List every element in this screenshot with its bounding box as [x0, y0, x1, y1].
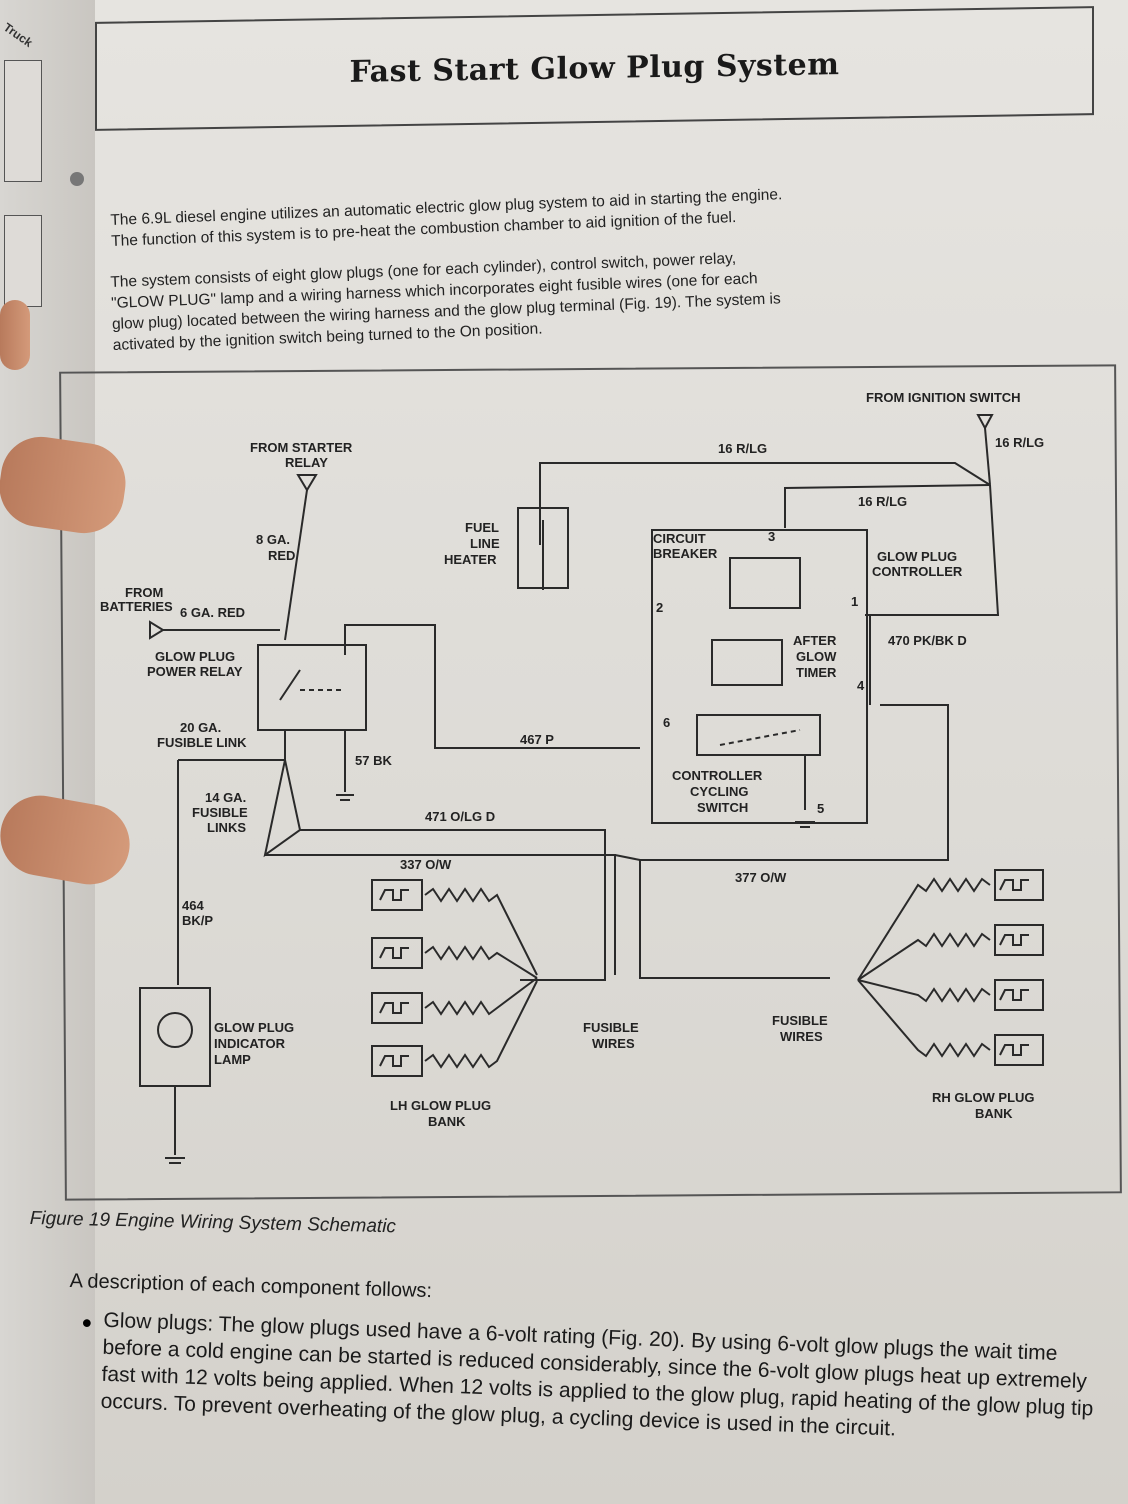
label-6ga: 6 GA. RED: [180, 605, 245, 620]
pin-label: 4: [857, 678, 865, 693]
label-wire-467: 467 P: [520, 732, 554, 747]
left-page-box: [4, 60, 42, 182]
label-wire-57: 57 BK: [355, 753, 392, 768]
pin-label: 2: [656, 600, 663, 615]
label-14ga: LINKS: [207, 820, 246, 835]
label-power-relay: GLOW PLUG: [155, 649, 235, 664]
label-14ga: FUSIBLE: [192, 805, 248, 820]
label-indicator-lamp: GLOW PLUG: [214, 1020, 294, 1035]
label-wire-470: 470 PK/BK D: [888, 633, 967, 648]
label-wire-337: 337 O/W: [400, 857, 452, 872]
label-from-batteries: BATTERIES: [100, 599, 173, 614]
label-power-relay: POWER RELAY: [147, 664, 243, 679]
ignition-terminal-icon: [976, 414, 994, 431]
label-20ga: FUSIBLE LINK: [157, 735, 247, 750]
starter-terminal-icon: [296, 474, 318, 492]
label-fusible-wires-right: FUSIBLE: [772, 1013, 828, 1028]
label-rh-bank: RH GLOW PLUG: [932, 1090, 1035, 1105]
label-fusible-wires-right: WIRES: [780, 1029, 823, 1044]
label-from-batteries: FROM: [125, 585, 163, 600]
pin-label: 1: [851, 594, 858, 609]
label-14ga: 14 GA.: [205, 790, 246, 805]
label-glow-plug-controller: CONTROLLER: [872, 564, 963, 579]
label-wire-471: 471 O/LG D: [425, 809, 495, 824]
label-fuel-heater: HEATER: [444, 552, 497, 567]
label-wire-464: 464: [182, 898, 204, 913]
pin-label: 3: [768, 529, 775, 544]
label-glow-plug-controller: GLOW PLUG: [877, 549, 957, 564]
label-wire-377: 377 O/W: [735, 870, 787, 885]
label-8ga: RED: [268, 548, 295, 563]
label-wire-16rlg: 16 R/LG: [995, 435, 1044, 450]
rh-glow-plug-bank: [857, 869, 1044, 1066]
left-page-edge: Truck: [0, 0, 95, 1504]
label-from-starter: RELAY: [285, 455, 328, 470]
label-from-starter: FROM STARTER: [250, 440, 353, 455]
label-circuit-breaker: BREAKER: [653, 546, 718, 561]
lh-glow-plug-bank: [371, 879, 538, 1077]
document-page: [95, 0, 1128, 1504]
battery-terminal-icon: [149, 620, 165, 640]
label-indicator-lamp: LAMP: [214, 1052, 251, 1067]
label-after-glow-timer: AFTER: [793, 633, 837, 648]
thumb: [0, 300, 30, 370]
label-lh-bank: LH GLOW PLUG: [390, 1098, 491, 1113]
label-fuel-heater: LINE: [470, 536, 500, 551]
pin-label: 6: [663, 715, 670, 730]
controller-block: [651, 529, 868, 824]
label-cycling-switch: CYCLING: [690, 784, 749, 799]
bullet-icon: ●: [81, 1311, 93, 1333]
label-circuit-breaker: CIRCUIT: [653, 531, 706, 546]
label-cycling-switch: SWITCH: [697, 800, 748, 815]
label-wire-16rlg: 16 R/LG: [718, 441, 767, 456]
label-rh-bank: BANK: [975, 1106, 1013, 1121]
indicator-lamp-box: [139, 987, 211, 1087]
label-from-ignition: FROM IGNITION SWITCH: [866, 390, 1021, 405]
label-cycling-switch: CONTROLLER: [672, 768, 763, 783]
label-after-glow-timer: TIMER: [796, 665, 837, 680]
lamp-bulb-icon: [157, 1012, 193, 1048]
binding-hole-icon: [70, 172, 84, 186]
label-8ga: 8 GA.: [256, 532, 290, 547]
label-20ga: 20 GA.: [180, 720, 221, 735]
label-fusible-wires-left: WIRES: [592, 1036, 635, 1051]
label-wire-464: BK/P: [182, 913, 213, 928]
label-lh-bank: BANK: [428, 1114, 466, 1129]
label-indicator-lamp: INDICATOR: [214, 1036, 286, 1051]
label-wire-16rlg: 16 R/LG: [858, 494, 907, 509]
label-fuel-heater: FUEL: [465, 520, 499, 535]
label-after-glow-timer: GLOW: [796, 649, 837, 664]
pin-label: 5: [817, 801, 824, 816]
label-fusible-wires-left: FUSIBLE: [583, 1020, 639, 1035]
power-relay-box: [257, 644, 367, 731]
